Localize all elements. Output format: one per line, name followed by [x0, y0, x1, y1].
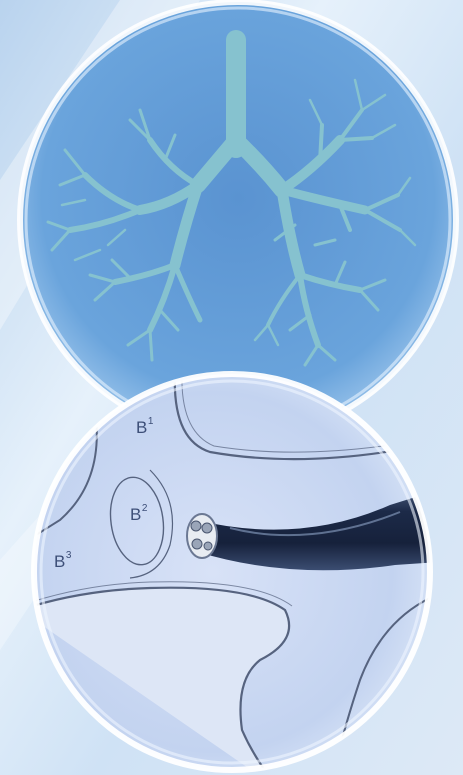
label-b1: B1	[136, 418, 154, 438]
bronchoscope-channel-icon	[202, 523, 212, 533]
label-b2: B2	[130, 505, 148, 525]
bronchoscope-tip	[187, 514, 217, 558]
bronchoscope-light-icon	[204, 542, 212, 550]
bronchoscope-lens-icon	[191, 521, 201, 531]
label-b3: B3	[54, 552, 72, 572]
bronchoscope-light-icon	[192, 539, 202, 549]
